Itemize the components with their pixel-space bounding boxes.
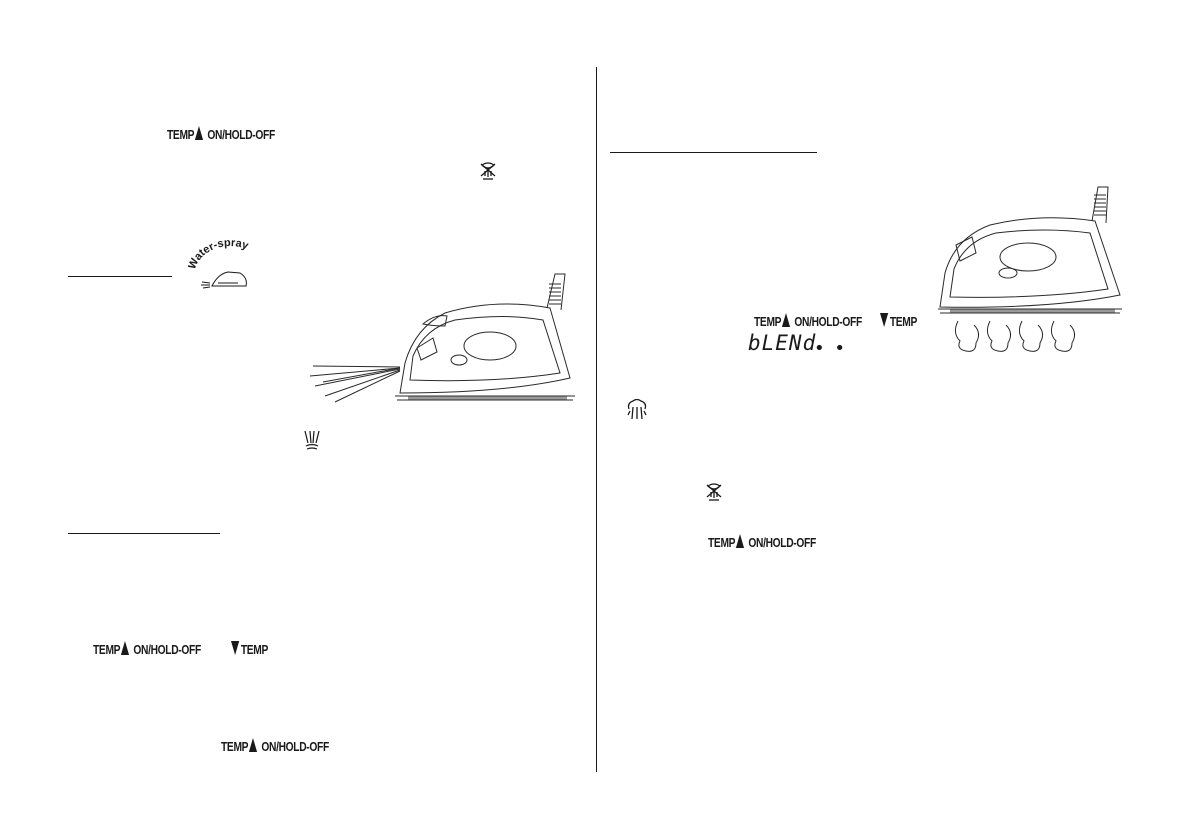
temp-on-hold-off-label: TEMP ON/HOLD-OFF [221,738,329,754]
iron-spray-illustration [309,273,575,403]
svg-text:Water-spray: Water-spray [188,237,251,271]
iron-steam-illustration [938,186,1122,352]
column-divider [596,67,597,772]
temp-down-arrow-icon [880,313,889,327]
temp-on-hold-off-label: TEMP ON/HOLD-OFF [754,313,862,329]
temp-on-hold-off-label: TEMP ON/HOLD-OFF [167,126,275,142]
temp-up-arrow-icon [781,313,791,327]
temp-down-label: TEMP [231,641,268,657]
water-spray-badge: Water-spray [188,237,251,289]
temp-up-arrow-icon [248,738,258,752]
spray-icon [304,430,320,450]
anti-calc-icon [480,162,496,180]
water-spray-heading-underline [68,276,172,277]
anti-calc-icon [706,483,722,501]
temp-up-arrow-icon [735,534,745,548]
left-section-heading-underline [68,533,220,534]
right-section-heading-underline [610,152,817,153]
temp-down-arrow-icon [231,641,240,655]
lcd-dots: • • [814,338,847,359]
temp-up-arrow-icon [194,126,204,140]
lcd-blend-display: bLENd [748,331,817,355]
steam-burst-icon [627,398,647,420]
temp-down-label: TEMP [880,313,917,329]
temp-on-hold-off-label: TEMP ON/HOLD-OFF [708,534,816,550]
temp-on-hold-off-label: TEMP ON/HOLD-OFF [93,641,201,657]
water-spray-text: Water-spray [188,237,251,271]
temp-up-arrow-icon [120,641,130,655]
